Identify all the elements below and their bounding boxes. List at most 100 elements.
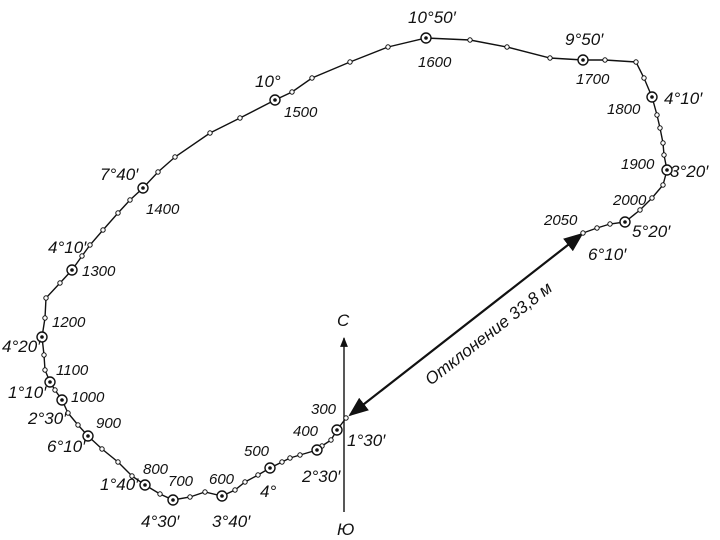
trajectory-point (52, 387, 58, 393)
trajectory-point (660, 140, 666, 146)
angle-label: 4°30′ (141, 512, 180, 531)
depth-label: 600 (209, 471, 235, 488)
depth-label: 1000 (71, 389, 105, 406)
trajectory-point (547, 55, 553, 61)
angle-label: 6°10′ (588, 245, 627, 264)
angle-label: 4°10′ (664, 89, 703, 108)
depth-label: 900 (96, 415, 122, 432)
deviation-arrow (348, 232, 584, 417)
trajectory-point (637, 207, 643, 213)
trajectory-point (42, 367, 48, 373)
survey-station-center (315, 448, 319, 452)
trajectory-point (580, 230, 586, 236)
depth-label: 1900 (621, 156, 655, 173)
depth-label: 300 (311, 401, 337, 418)
angle-label: 4°20′ (2, 337, 41, 356)
angle-label: 10° (255, 72, 281, 91)
trajectory-point (309, 75, 315, 81)
trajectory (36, 32, 673, 506)
depth-label: 2000 (612, 192, 647, 209)
trajectory-point (607, 221, 613, 227)
trajectory-point (347, 59, 353, 65)
depth-label: 800 (143, 461, 169, 478)
angle-label: 5°20′ (632, 222, 671, 241)
deviation-label: Отклонение 33,8 м (421, 278, 556, 389)
survey-station-center (141, 186, 145, 190)
trajectory-point (42, 315, 48, 321)
angle-label: 6°10′ (47, 437, 86, 456)
trajectory-point (297, 452, 303, 458)
trajectory-point (641, 75, 647, 81)
angle-label: 4° (260, 482, 276, 501)
depth-label: 1400 (146, 201, 180, 218)
depth-label: 1600 (418, 54, 452, 71)
survey-station-center (40, 335, 44, 339)
depth-label: 1500 (284, 104, 318, 121)
angle-labels: 1°30′ 2°30′ 4° 3°40′ 4°30′ 1°40′ 6°10′ 2… (2, 8, 709, 531)
survey-station-center (273, 98, 277, 102)
survey-station-center (581, 58, 585, 62)
survey-station-center (143, 483, 147, 487)
angle-label: 2°30′ (27, 409, 67, 428)
survey-station-center (48, 380, 52, 384)
angle-label: 10°50′ (408, 8, 457, 27)
depth-labels: 300 400 500 600 700 800 900 1000 1100 12… (52, 54, 655, 490)
trajectory-point (633, 59, 639, 65)
trajectory-point (172, 154, 178, 160)
depth-label: 2050 (543, 212, 578, 229)
trajectory-point (602, 57, 608, 63)
trajectory-point (279, 459, 285, 465)
trajectory-point (115, 459, 121, 465)
depth-label: 1800 (607, 101, 641, 118)
angle-label: 7°40′ (100, 165, 139, 184)
survey-station-center (268, 466, 272, 470)
trajectory-line (41, 37, 668, 501)
angle-label: 4°10′ (48, 238, 87, 257)
trajectory-point (242, 479, 248, 485)
trajectory-point (343, 415, 349, 421)
trajectory-point (65, 410, 71, 416)
trajectory-point (594, 225, 600, 231)
trajectory-point (504, 44, 510, 50)
survey-station-center (623, 220, 627, 224)
trajectory-point (99, 446, 105, 452)
trajectory-point (79, 253, 85, 259)
trajectory-point (129, 473, 135, 479)
depth-label: 1300 (82, 263, 116, 280)
depth-label: 400 (293, 423, 319, 440)
angle-label: 1°40′ (100, 475, 139, 494)
trajectory-point (43, 295, 49, 301)
survey-station-center (70, 268, 74, 272)
trajectory-point (661, 152, 667, 158)
trajectory-point (385, 44, 391, 50)
trajectory-point (289, 89, 295, 95)
trajectory-point (75, 422, 81, 428)
trajectory-point (255, 472, 261, 478)
depth-label: 500 (244, 443, 270, 460)
trajectory-point (207, 130, 213, 136)
survey-station-center (665, 168, 669, 172)
trajectory-point (657, 125, 663, 131)
south-label: Ю (337, 520, 354, 539)
trajectory-point (287, 455, 293, 461)
trajectory-point (232, 487, 238, 493)
angle-label: 9°50′ (565, 30, 604, 49)
trajectory-point (660, 182, 666, 188)
survey-station-center (335, 428, 339, 432)
trajectory-point (87, 242, 93, 248)
survey-station-center (650, 95, 654, 99)
depth-label: 1200 (52, 314, 86, 331)
trajectory-point (237, 115, 243, 121)
angle-label: 1°30′ (347, 431, 386, 450)
trajectory-point (157, 491, 163, 497)
trajectory-point (202, 489, 208, 495)
angle-label: 2°30′ (301, 467, 341, 486)
angle-label: 3°40′ (212, 512, 251, 531)
survey-station-center (424, 36, 428, 40)
trajectory-point (467, 37, 473, 43)
depth-label: 1700 (576, 71, 610, 88)
survey-station-center (60, 398, 64, 402)
trajectory-point (187, 494, 193, 500)
trajectory-point (100, 227, 106, 233)
angle-label: 1°10′ (8, 383, 47, 402)
